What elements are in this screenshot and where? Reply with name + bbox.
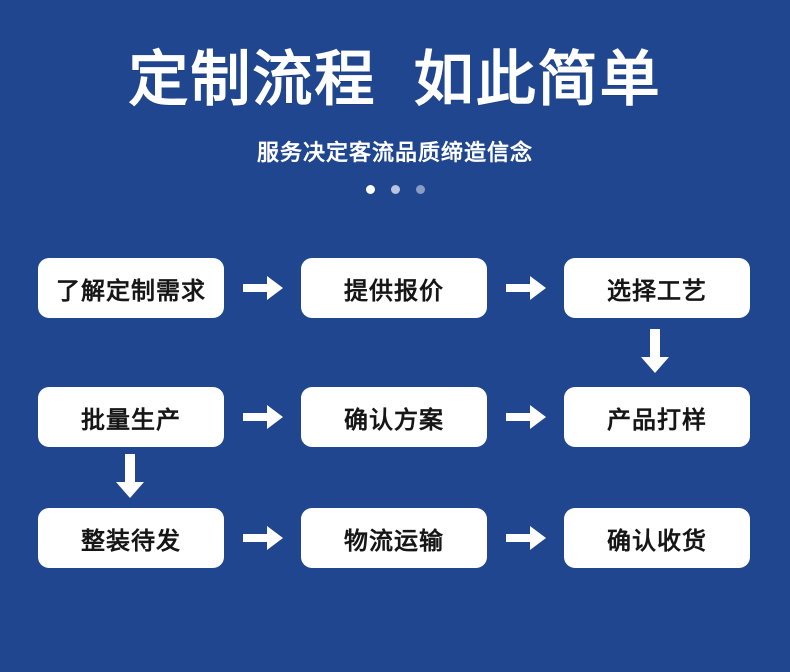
page-header: 定制流程 如此简单 服务决定客流品质缔造信念 (0, 0, 790, 194)
page-title: 定制流程 如此简单 (128, 46, 662, 113)
carousel-dot-1[interactable] (365, 185, 375, 194)
flow-row-2: 批量生产 确认方案 产品打样 (38, 387, 750, 447)
flow-step-box[interactable]: 选择工艺 (564, 258, 750, 318)
arrow-right-icon (224, 273, 301, 303)
carousel-dot-2[interactable] (390, 185, 400, 194)
carousel-dots[interactable] (0, 185, 790, 194)
arrow-right-icon (487, 523, 564, 553)
arrow-right-icon (224, 402, 301, 432)
arrow-down-icon (113, 452, 147, 500)
flow-step-box[interactable]: 确认收货 (564, 508, 750, 568)
arrow-right-icon (224, 523, 301, 553)
flow-step-box[interactable]: 产品打样 (564, 387, 750, 447)
carousel-dot-3[interactable] (415, 185, 425, 194)
flow-step-box[interactable]: 提供报价 (301, 258, 487, 318)
arrow-right-icon (487, 402, 564, 432)
flow-row-1: 了解定制需求 提供报价 选择工艺 (38, 258, 750, 318)
flow-step-box[interactable]: 整装待发 (38, 508, 224, 568)
flow-step-box[interactable]: 物流运输 (301, 508, 487, 568)
flow-step-box[interactable]: 确认方案 (301, 387, 487, 447)
flow-step-box[interactable]: 批量生产 (38, 387, 224, 447)
arrow-down-icon (638, 327, 672, 375)
process-flow-diagram: 了解定制需求 提供报价 选择工艺 批量生产 确认方案 产品打样 (38, 258, 750, 568)
flow-row-3: 整装待发 物流运输 确认收货 (38, 508, 750, 568)
page-subtitle: 服务决定客流品质缔造信念 (256, 140, 533, 165)
arrow-right-icon (487, 273, 564, 303)
flow-step-box[interactable]: 了解定制需求 (38, 258, 224, 318)
